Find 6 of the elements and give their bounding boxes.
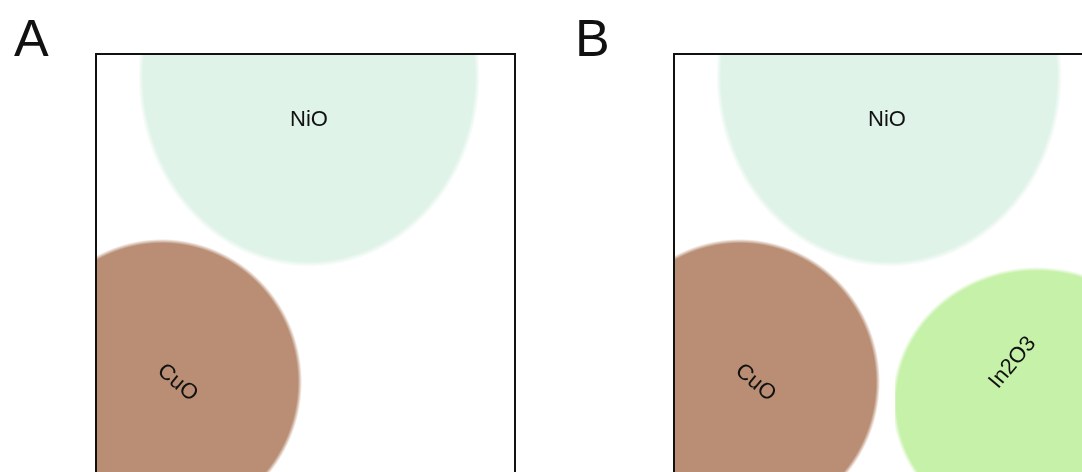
- panel-heading: A: [14, 12, 49, 64]
- oxide-label: NiO: [868, 108, 906, 130]
- oxide-label: CuO: [153, 359, 203, 405]
- panel-heading: B: [575, 12, 610, 64]
- oxide-label: CuO: [731, 359, 781, 405]
- oxide-label: NiO: [290, 108, 328, 130]
